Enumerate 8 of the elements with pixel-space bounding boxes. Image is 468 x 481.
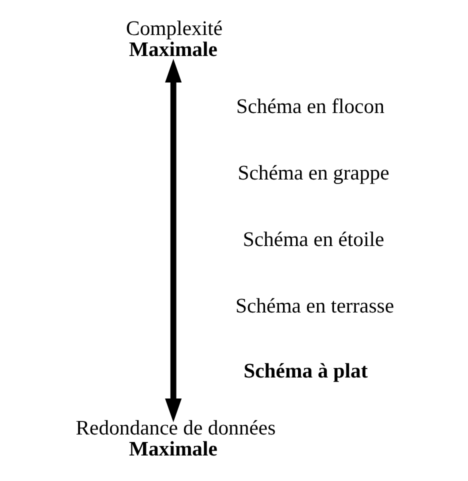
label: Schéma en terrasse (235, 296, 394, 318)
label: Schéma en étoile (242, 228, 384, 251)
label: Schéma en flocon (236, 96, 384, 118)
label: Schéma en grappe (238, 162, 390, 184)
arrow (165, 58, 182, 422)
node-text: Complexité Maximale (126, 18, 223, 61)
node-text: Redondance de données Maximale (76, 418, 276, 460)
label: Schéma à plat (244, 360, 368, 383)
